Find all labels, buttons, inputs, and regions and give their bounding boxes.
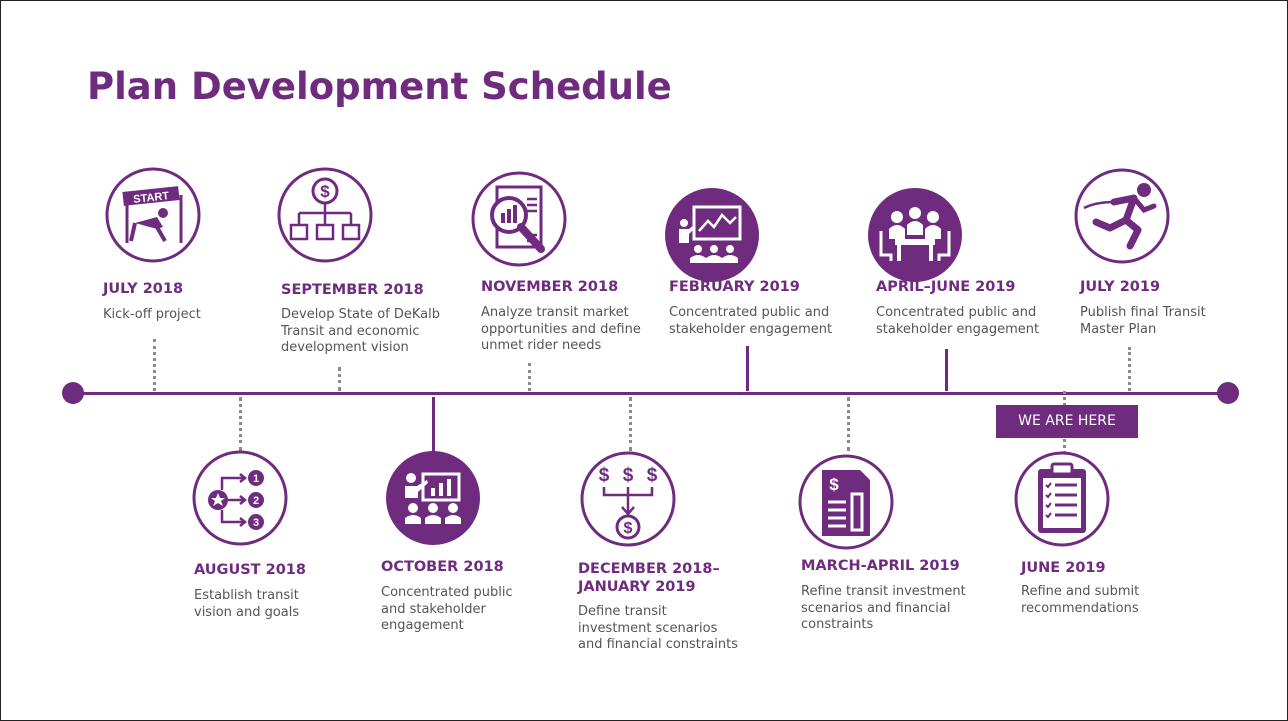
connector-september-2018: [338, 367, 341, 391]
magnifier-report-icon: [471, 171, 567, 267]
svg-text:2: 2: [253, 495, 259, 507]
connector-october-2018: [432, 397, 435, 452]
connector-april-june-2019: [945, 349, 948, 391]
milestone-date-february-2019: FEBRUARY 2019: [669, 279, 800, 295]
milestone-date-december-2018-january-2019: DECEMBER 2018–JANUARY 2019: [578, 561, 720, 595]
start-line-icon: START: [105, 167, 201, 263]
timeline-end-dot: [1217, 382, 1239, 404]
milestone-date-april-june-2019: APRIL–JUNE 2019: [876, 279, 1016, 295]
goals-steps-icon: 1 2 3: [192, 450, 288, 546]
svg-text:$: $: [647, 465, 658, 486]
svg-text:$: $: [320, 182, 330, 201]
page-title: Plan Development Schedule: [87, 65, 672, 108]
connector-february-2019: [746, 346, 749, 391]
milestone-date-november-2018: NOVEMBER 2018: [481, 279, 619, 295]
meeting-table-icon: [868, 188, 962, 282]
milestone-date-september-2018: SEPTEMBER 2018: [281, 282, 424, 298]
dollar-org-chart-icon: $: [277, 167, 373, 263]
timeline-line: [73, 392, 1226, 395]
milestone-date-october-2018: OCTOBER 2018: [381, 559, 504, 575]
milestone-desc-july-2018: Kick-off project: [103, 307, 201, 322]
svg-text:START: START: [133, 190, 170, 206]
milestone-date-march-april-2019: MARCH-APRIL 2019: [801, 558, 960, 574]
we-are-here-badge: WE ARE HERE: [996, 405, 1138, 438]
milestone-date-august-2018: AUGUST 2018: [194, 562, 306, 578]
svg-text:$: $: [829, 475, 839, 494]
milestone-date-june-2019: JUNE 2019: [1021, 560, 1106, 576]
svg-text:$: $: [599, 465, 610, 486]
svg-text:$: $: [624, 520, 633, 537]
svg-text:3: 3: [253, 517, 259, 529]
timeline-start-dot: [62, 382, 84, 404]
presentation-audience-icon: [386, 451, 480, 545]
svg-text:$: $: [623, 465, 634, 486]
chart-presentation-icon: [665, 188, 759, 282]
milestone-date-july-2018: JULY 2018: [103, 281, 184, 297]
connector-august-2018: [239, 397, 242, 451]
milestone-date-july-2019: JULY 2019: [1080, 279, 1161, 295]
financial-document-icon: $: [798, 454, 894, 550]
clipboard-checklist-icon: [1014, 451, 1110, 547]
connector-december-2018: [629, 397, 632, 451]
connector-march-april-2019: [847, 397, 850, 451]
connector-july-2018: [153, 339, 156, 391]
connector-november-2018: [528, 363, 531, 391]
finish-line-runner-icon: [1074, 168, 1170, 264]
svg-text:1: 1: [253, 473, 259, 485]
dollar-scenarios-icon: $ $ $ $: [580, 451, 676, 547]
connector-july-2019: [1128, 347, 1131, 391]
